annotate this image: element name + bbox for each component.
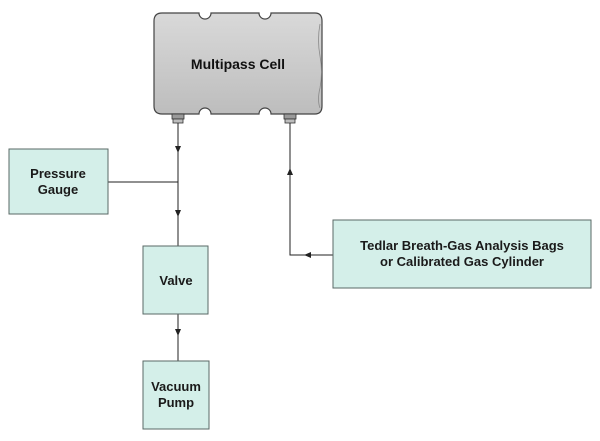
gas-source-box: Tedlar Breath-Gas Analysis Bags or Calib… bbox=[332, 219, 592, 289]
valve-box: Valve bbox=[142, 245, 209, 315]
vacuum-pump-label-line1: Vacuum bbox=[151, 379, 201, 394]
vacuum-pump-box: Vacuum Pump bbox=[142, 360, 210, 430]
connectors bbox=[108, 123, 333, 361]
right-port-fitting bbox=[283, 113, 297, 124]
vacuum-pump-rect bbox=[142, 360, 210, 430]
pressure-gauge-rect bbox=[8, 148, 109, 215]
multipass-cell: Multipass Cell bbox=[153, 12, 323, 124]
arrow-up-cell bbox=[287, 168, 293, 175]
pressure-gauge-box: Pressure Gauge bbox=[8, 148, 109, 215]
pressure-gauge-label-line1: Pressure bbox=[30, 166, 86, 181]
valve-rect bbox=[142, 245, 209, 315]
arrow-down-1 bbox=[175, 146, 181, 153]
pressure-gauge-label-line2: Gauge bbox=[38, 182, 78, 197]
arrow-down-2 bbox=[175, 210, 181, 217]
arrow-down-3 bbox=[175, 329, 181, 336]
left-port-fitting bbox=[171, 113, 185, 124]
vacuum-pump-label-line2: Pump bbox=[158, 395, 194, 410]
gas-source-label-line2: or Calibrated Gas Cylinder bbox=[380, 254, 544, 269]
multipass-cell-label: Multipass Cell bbox=[191, 56, 285, 72]
source-to-cell-line bbox=[289, 123, 333, 256]
gas-source-label-line1: Tedlar Breath-Gas Analysis Bags bbox=[360, 238, 564, 253]
valve-label: Valve bbox=[159, 273, 192, 288]
arrow-left-source bbox=[304, 252, 311, 258]
arrowheads bbox=[175, 146, 311, 336]
multipass-cell-body bbox=[153, 12, 323, 115]
multipass-cell-edge bbox=[318, 23, 322, 109]
gas-source-rect bbox=[332, 219, 592, 289]
